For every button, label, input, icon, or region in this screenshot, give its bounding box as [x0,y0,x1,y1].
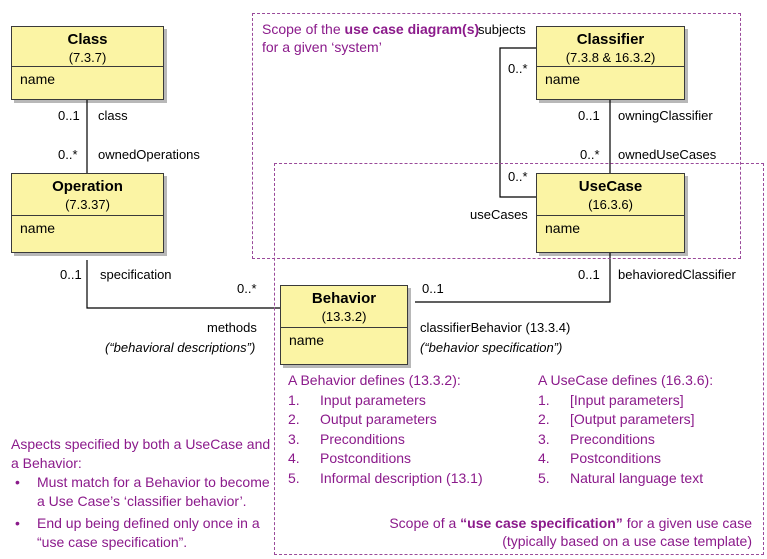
behavior-attr: name [289,332,325,348]
classifier-attr: name [545,71,581,87]
classifier-behavior-role: classifierBehavior (13.3.4) [420,320,571,335]
list-item: 5.Natural language text [538,469,704,486]
usecase-ref: (16.3.6) [588,197,633,212]
methods-multiplicity: 0..* [237,281,257,296]
owning-classifier-role: owningClassifier [618,108,713,123]
operation-ref: (7.3.37) [65,197,110,212]
class-name: Class [67,31,108,48]
classifier-behavior-multiplicity: 0..1 [422,281,444,296]
class-box-classifier[interactable]: Classifier (7.3.8 & 16.3.2) name [536,26,685,100]
classifier-name: Classifier [576,31,645,48]
subjects-role: subjects [478,22,526,37]
class-attr: name [20,71,56,87]
behaviored-classifier-role: behavioredClassifier [618,267,736,282]
scope-use-case-specification [274,163,764,555]
list-item: 4.Postconditions [538,450,662,466]
list-item: 2.[Output parameters] [538,411,695,427]
usecase-defines-title: A UseCase defines (16.3.6): [538,372,714,388]
operation-name: Operation [52,178,123,195]
scope-diagram-caption: Scope of the use case diagram(s) for a g… [262,21,480,55]
specification-role: specification [100,267,172,282]
behavior-defines-list: A Behavior defines (13.3.2): 1.Input par… [288,371,483,488]
list-item: 5.Informal description (13.1) [288,469,483,486]
list-item: 2.Output parameters [288,411,437,427]
behavior-name: Behavior [311,290,377,307]
classifier-ref: (7.3.8 & 16.3.2) [565,50,656,65]
list-item: 3.Preconditions [538,430,655,447]
aspects-line1: Aspects specified by both a UseCase and [11,436,271,452]
class-ref: (7.3.7) [68,50,107,65]
assoc-subjects-usecases [499,47,536,198]
class-role: class [98,108,128,123]
usecase-name: UseCase [578,178,643,195]
usecase-defines-list: A UseCase defines (16.3.6): 1.[Input par… [538,371,713,488]
owned-operations-multiplicity: 0..* [58,147,78,162]
owning-classifier-multiplicity: 0..1 [578,108,600,123]
methods-note: (“behavioral descriptions”) [105,340,256,355]
subjects-multiplicity: 0..* [508,61,528,76]
behaviored-classifier-multiplicity: 0..1 [578,267,600,282]
list-item: 3.Preconditions [288,430,405,447]
classifier-behavior-note: (“behavior specification”) [420,340,563,355]
aspects-line2: a Behavior: [11,455,82,471]
aspects-bullet: • End up being defined only once in a “u… [15,515,260,550]
behavior-ref: (13.3.2) [321,309,367,324]
list-item: 4.Postconditions [288,450,412,466]
aspects-bullet: • Must match for a Behavior to become a … [15,474,270,509]
owned-operations-role: ownedOperations [98,147,200,162]
scope-use-case-diagram [252,13,741,259]
class-box-usecase[interactable]: UseCase (16.3.6) name [536,173,685,253]
class-box-behavior[interactable]: Behavior (13.3.2) name [280,285,408,365]
class-box-operation[interactable]: Operation (7.3.37) name [11,173,164,253]
assoc-operation-behavior [86,260,280,309]
aspects-note: Aspects specified by both a UseCase and … [11,435,273,552]
owned-usecases-multiplicity: 0..* [580,147,600,162]
list-item: 1.Input parameters [288,391,426,408]
scope-spec-caption: Scope of a “use case specification” for … [389,515,752,549]
owned-usecases-role: ownedUseCases [618,147,717,162]
class-multiplicity: 0..1 [58,108,80,123]
usecase-attr: name [545,220,581,236]
usecases-multiplicity: 0..* [508,169,528,184]
assoc-usecase-behavior [415,252,611,303]
operation-attr: name [20,220,56,236]
usecases-role: useCases [470,207,528,222]
specification-multiplicity: 0..1 [60,267,82,282]
methods-role: methods [207,320,257,335]
class-box-class[interactable]: Class (7.3.7) name [11,26,164,100]
list-item: 1.[Input parameters] [538,391,684,408]
behavior-defines-title: A Behavior defines (13.3.2): [288,372,461,388]
